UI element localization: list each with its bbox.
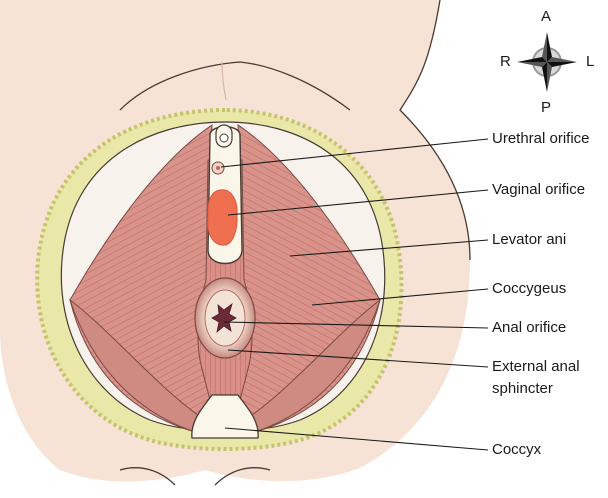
compass-anterior-label: A	[541, 8, 551, 25]
label-coccygeus: Coccygeus	[492, 280, 566, 298]
compass-rose	[517, 32, 577, 92]
label-anal-orifice: Anal orifice	[492, 319, 566, 337]
label-levator-ani: Levator ani	[492, 231, 566, 249]
compass-right-label: R	[500, 53, 511, 70]
vaginal-orifice-mark	[208, 190, 237, 245]
label-vaginal-orifice: Vaginal orifice	[492, 181, 585, 199]
label-coccyx: Coccyx	[492, 441, 541, 459]
label-external-anal-sphincter-line1: External anal	[492, 358, 580, 376]
compass-left-label: L	[586, 53, 594, 70]
label-urethral-orifice: Urethral orifice	[492, 130, 590, 148]
label-external-anal-sphincter-line2: sphincter	[492, 380, 553, 398]
compass-posterior-label: P	[541, 99, 551, 116]
